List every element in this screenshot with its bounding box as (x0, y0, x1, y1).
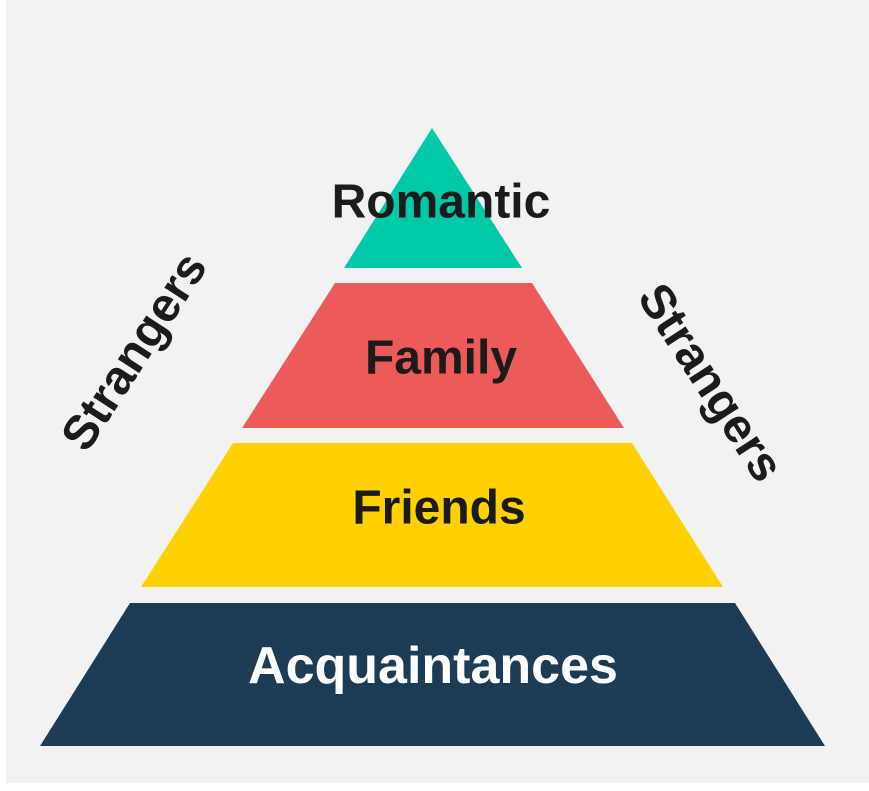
tier-family-label: Family (365, 332, 517, 385)
tier-acquaintances-shape (40, 603, 825, 746)
tier-friends-shape (141, 443, 723, 587)
tier-family-shape (242, 283, 624, 428)
tier-friends-label: Friends (352, 482, 525, 535)
tier-romantic-label: Romantic (332, 176, 551, 229)
tier-romantic-shape (344, 128, 522, 268)
tier-acquaintances-label: Acquaintances (248, 637, 618, 695)
